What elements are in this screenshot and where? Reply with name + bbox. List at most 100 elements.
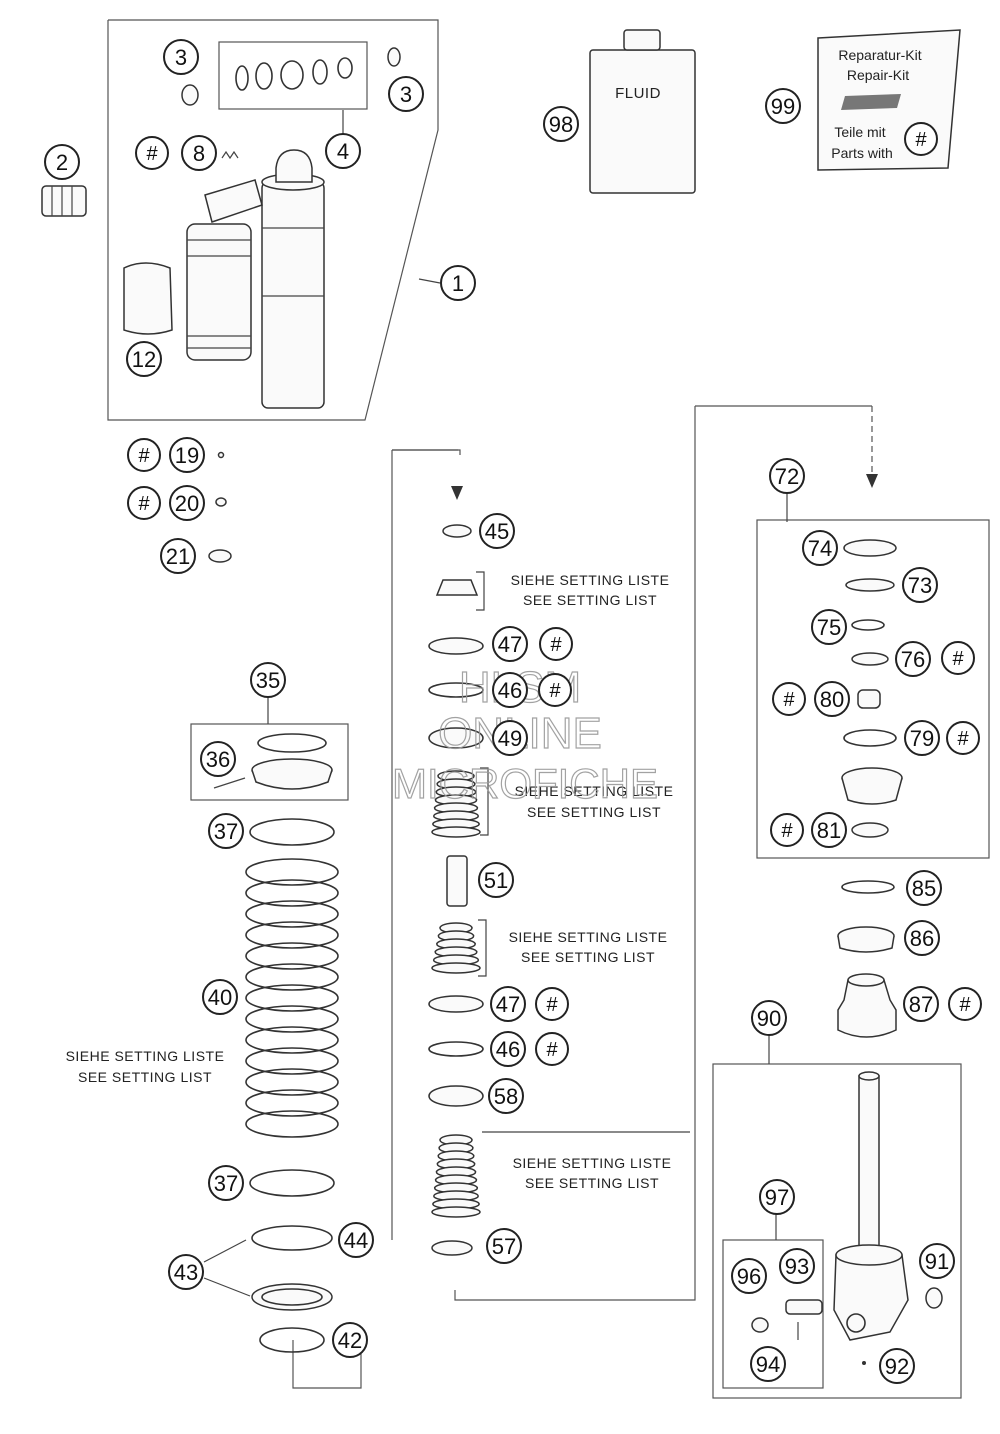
hash-marker: #	[946, 721, 980, 755]
compression-piston-kit	[837, 539, 903, 1038]
callout-79[interactable]: 79	[904, 720, 940, 756]
shim	[431, 1206, 481, 1218]
callout-44[interactable]: 44	[338, 1222, 374, 1258]
callout-76[interactable]: 76	[895, 641, 931, 677]
spring-coil	[245, 921, 339, 949]
callout-92[interactable]: 92	[879, 1348, 915, 1384]
callout-99[interactable]: 99	[765, 88, 801, 124]
callout-layer: 1233481219202135363737404243444546464747…	[44, 39, 955, 1384]
shim	[431, 826, 481, 838]
callout-12[interactable]: 12	[126, 341, 162, 377]
ring-46b	[428, 1041, 484, 1057]
part-96	[751, 1317, 769, 1333]
callout-4[interactable]: 4	[325, 133, 361, 169]
group-outlines	[107, 19, 990, 1399]
callout-75[interactable]: 75	[811, 609, 847, 645]
hash-symbol: #	[915, 129, 927, 151]
callout-number: 76	[901, 647, 925, 672]
spring-coil	[245, 942, 339, 970]
callout-35[interactable]: 35	[250, 662, 286, 698]
repair-kit-line3: Teile mit	[834, 124, 885, 140]
callout-47[interactable]: 47	[492, 626, 528, 662]
reservoir-sleeve	[123, 262, 173, 335]
repair-kit-line4: Parts with	[831, 145, 892, 161]
callout-87[interactable]: 87	[903, 986, 939, 1022]
hash-symbol: #	[546, 994, 558, 1016]
callout-97[interactable]: 97	[759, 1179, 795, 1215]
hash-marker: #	[948, 987, 982, 1021]
hash-marker: #	[539, 627, 573, 661]
callout-number: 49	[498, 726, 522, 751]
callout-74[interactable]: 74	[802, 530, 838, 566]
callout-1[interactable]: 1	[440, 265, 476, 301]
callout-20[interactable]: 20	[169, 485, 205, 521]
hash-marker: #	[941, 641, 975, 675]
callout-number: 40	[208, 985, 232, 1010]
callout-46[interactable]: 46	[492, 672, 528, 708]
callout-49[interactable]: 49	[492, 720, 528, 756]
callout-51[interactable]: 51	[478, 862, 514, 898]
callout-36[interactable]: 36	[200, 741, 236, 777]
callout-72[interactable]: 72	[769, 458, 805, 494]
shim-stack-4	[431, 1134, 481, 1218]
callout-47[interactable]: 47	[490, 986, 526, 1022]
lower-eye	[833, 1254, 909, 1341]
callout-40[interactable]: 40	[202, 979, 238, 1015]
adjuster-87	[837, 979, 897, 1038]
repair-kit-line1: Reparatur-Kit	[838, 47, 921, 63]
callout-57[interactable]: 57	[486, 1228, 522, 1264]
callout-number: 12	[132, 347, 156, 372]
callout-21[interactable]: 21	[160, 538, 196, 574]
callout-85[interactable]: 85	[906, 870, 942, 906]
shim-stack-2	[431, 770, 481, 838]
callout-2[interactable]: 2	[44, 144, 80, 180]
callout-number: 79	[910, 726, 934, 751]
small-ring	[215, 497, 227, 507]
bushing-part	[41, 185, 87, 217]
part-91	[925, 1287, 943, 1309]
nut-part	[181, 84, 199, 106]
damper-body	[261, 181, 325, 409]
shim-stack-1	[435, 579, 479, 596]
callout-8[interactable]: 8	[181, 135, 217, 171]
callout-number: 99	[771, 94, 795, 119]
rod-eye-assembly	[751, 1071, 943, 1365]
piston-rod	[858, 1075, 880, 1253]
hash-marker: #	[535, 987, 569, 1021]
callout-91[interactable]: 91	[919, 1243, 955, 1279]
callout-43[interactable]: 43	[168, 1254, 204, 1290]
callout-number: 44	[344, 1228, 368, 1253]
hash-marker: #	[535, 1032, 569, 1066]
callout-number: 46	[498, 678, 522, 703]
main-spring	[245, 818, 339, 1197]
callout-42[interactable]: 42	[332, 1322, 368, 1358]
callout-37[interactable]: 37	[208, 813, 244, 849]
hash-marker: #	[772, 682, 806, 716]
hash-symbol: #	[781, 820, 793, 842]
callout-80[interactable]: 80	[814, 681, 850, 717]
callout-73[interactable]: 73	[902, 567, 938, 603]
callout-3[interactable]: 3	[388, 76, 424, 112]
callout-93[interactable]: 93	[779, 1248, 815, 1284]
callout-number: 80	[820, 687, 844, 712]
spring-coil	[245, 858, 339, 886]
callout-46[interactable]: 46	[490, 1031, 526, 1067]
callout-number: 74	[808, 536, 832, 561]
callout-90[interactable]: 90	[751, 1000, 787, 1036]
callout-number: 98	[549, 112, 573, 137]
callout-86[interactable]: 86	[904, 920, 940, 956]
callout-37[interactable]: 37	[208, 1165, 244, 1201]
callout-number: 51	[484, 868, 508, 893]
shock-assembly-box	[107, 19, 439, 421]
fluid-container: FLUID	[589, 29, 696, 194]
callout-94[interactable]: 94	[750, 1346, 786, 1382]
callout-45[interactable]: 45	[479, 513, 515, 549]
callout-number: 42	[338, 1328, 362, 1353]
callout-81[interactable]: 81	[811, 812, 847, 848]
callout-19[interactable]: 19	[169, 437, 205, 473]
hash-layer: #############	[127, 122, 982, 1066]
callout-98[interactable]: 98	[543, 106, 579, 142]
callout-58[interactable]: 58	[488, 1078, 524, 1114]
callout-96[interactable]: 96	[731, 1258, 767, 1294]
callout-3[interactable]: 3	[163, 39, 199, 75]
